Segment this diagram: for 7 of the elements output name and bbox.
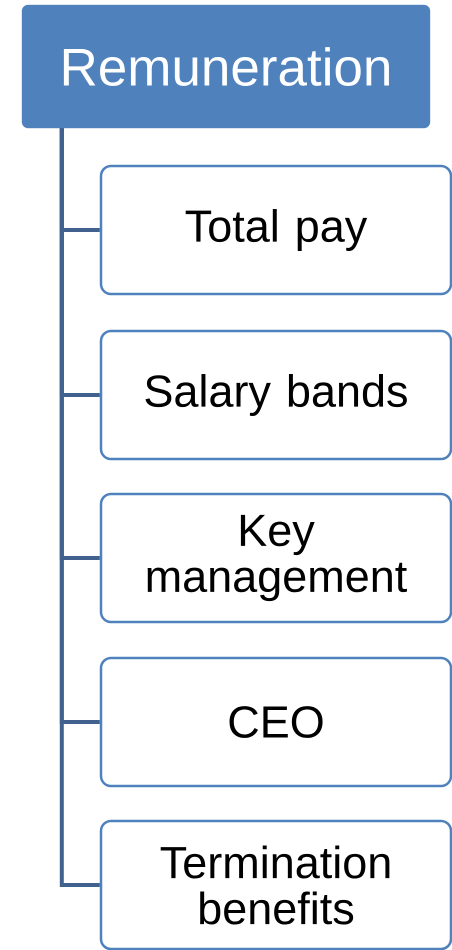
topic-box: Total pay — [100, 164, 452, 296]
topic-box: Salary bands — [100, 330, 452, 460]
topic-box: Key management — [100, 492, 452, 624]
heading-box: Remuneration — [22, 4, 430, 128]
topic-box: CEO — [100, 656, 452, 788]
connector-line — [60, 128, 100, 887]
topic-box: Termination benefits — [100, 820, 452, 950]
